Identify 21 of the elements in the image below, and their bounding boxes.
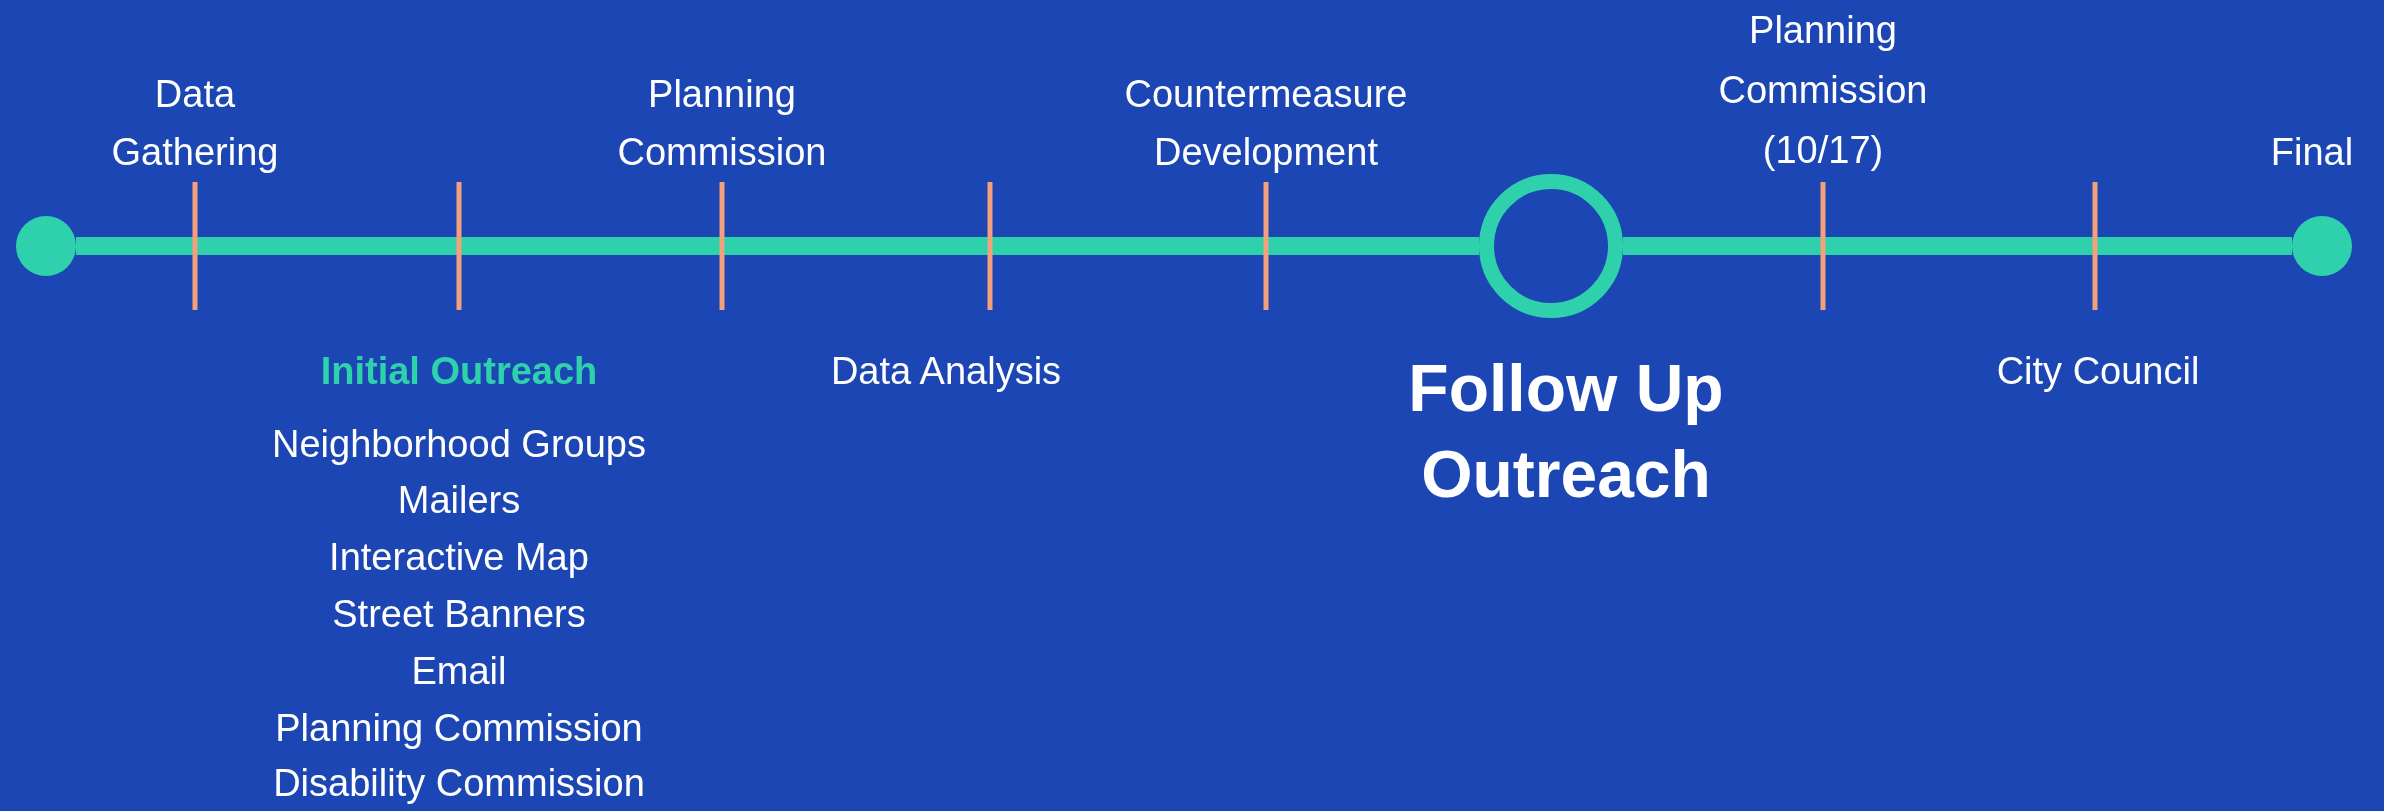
milestone-ring [1479,174,1623,318]
milestone-label: Final [2269,130,2355,175]
timeline-label: Data Gathering [110,72,280,175]
timeline-label: Interactive Map [328,535,590,580]
timeline-label: Street Banners [331,592,587,637]
timeline-label: Email [410,649,508,694]
milestone-label: Follow Up Outreach [1407,350,1725,513]
timeline-label: Disability Commission [272,761,646,806]
timeline-label: Mailers [396,478,522,523]
timeline-label: Planning Commission [274,706,644,751]
timeline-label: Planning Commission (10/17) [1717,8,1929,173]
timeline-label: Countermeasure Development [1123,72,1409,175]
timeline-label: Data Analysis [829,349,1063,394]
timeline-label: Neighborhood Groups [271,422,647,467]
timeline-label: City Council [1995,349,2201,394]
timeline-label: Planning Commission [616,72,828,175]
timeline-dot [2292,216,2352,276]
timeline-line [76,237,1479,255]
section-heading: Initial Outreach [319,349,599,394]
timeline-dot [16,216,76,276]
timeline-line [1623,237,2292,255]
